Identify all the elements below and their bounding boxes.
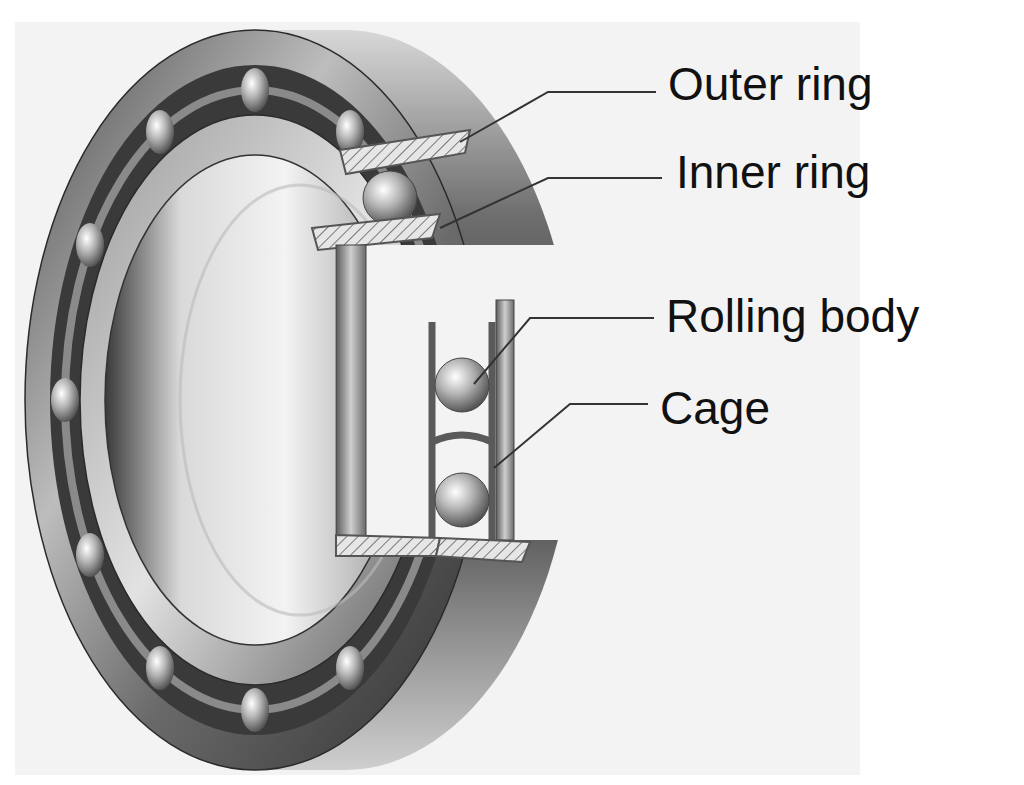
- notch-cut: [336, 245, 514, 548]
- ball: [146, 646, 174, 690]
- outer-ring-section: [436, 538, 530, 562]
- ball: [51, 378, 79, 422]
- ball: [336, 646, 364, 690]
- outer-ring-section: [340, 130, 470, 174]
- inner-ring-section: [336, 535, 440, 556]
- cage-rail: [432, 322, 492, 548]
- cage-ring: [65, 90, 445, 710]
- label-anchor: Cage: [660, 383, 770, 434]
- part-label: Cage: [660, 383, 770, 434]
- outer-ring-cut: [496, 300, 514, 540]
- ball: [146, 110, 174, 154]
- leader-line: [440, 178, 662, 228]
- ball: [435, 358, 489, 412]
- label-anchor: Outer ring: [668, 59, 873, 110]
- background-panel: [15, 22, 860, 775]
- label-anchor: Inner ring: [676, 147, 870, 198]
- inner-ring-cut: [336, 245, 366, 540]
- ball: [76, 223, 104, 267]
- leader-line: [460, 92, 656, 142]
- bottom-section: [336, 535, 530, 562]
- ball: [435, 473, 489, 527]
- leader-line: [494, 404, 648, 468]
- inner-ring-section: [312, 214, 440, 250]
- leader-line: [474, 318, 654, 384]
- outer-ring-face: [25, 30, 485, 770]
- label-anchor: Rolling body: [666, 291, 919, 342]
- part-label: Inner ring: [676, 147, 870, 198]
- part-label: Outer ring: [668, 59, 873, 110]
- ball: [76, 533, 104, 577]
- leader-lines: [440, 92, 662, 468]
- part-label: Rolling body: [666, 291, 919, 342]
- bearing-body: [25, 30, 575, 770]
- top-section: [312, 130, 470, 250]
- inner-ring-face: [80, 115, 430, 685]
- ball: [241, 688, 269, 732]
- ball: [241, 68, 269, 112]
- cage-bridge: [432, 435, 492, 442]
